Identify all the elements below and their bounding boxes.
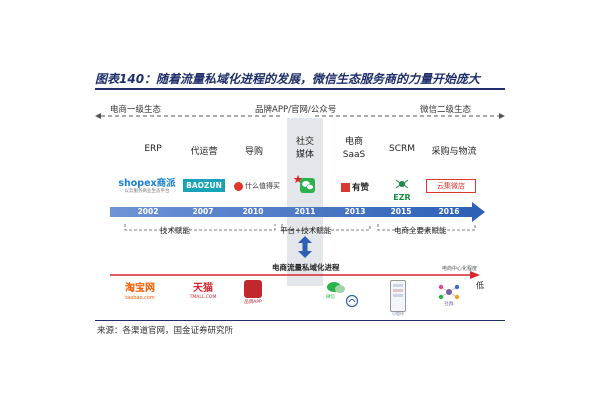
- stage-label-erp: ERP: [144, 144, 162, 154]
- label-low: 低: [476, 281, 484, 290]
- year-2015: 2015: [390, 207, 412, 216]
- mini-program-label: 小程序: [392, 311, 404, 316]
- logo-tmall: 天猫 TMALL.COM: [188, 283, 218, 300]
- year-2016: 2016: [438, 207, 460, 216]
- empowerment-brackets: [124, 224, 476, 231]
- logo-shopex: shopex商派 以云服务商业生态平台: [116, 176, 178, 194]
- community-network-icon: [438, 284, 460, 300]
- logo-smzdm: 什么值得买: [230, 177, 284, 195]
- year-2010: 2010: [242, 207, 264, 216]
- stage-label-scrm: SCRM: [388, 144, 415, 154]
- phone-bar: [393, 289, 403, 292]
- stage-label-agency: 代运营: [190, 147, 218, 157]
- year-2011: 2011: [294, 207, 316, 216]
- phone-bar: [393, 294, 403, 297]
- label-private-traffic-process: 电商流量私域化进程: [272, 263, 340, 272]
- label-all-element-empowerment: 电商全要素赋能: [394, 226, 447, 235]
- top-label-center: 品牌APP/官网/公众号: [255, 105, 337, 115]
- wechat-label: 微信: [326, 295, 335, 300]
- mini-program-icon: [345, 294, 359, 308]
- brand-app-icon: [244, 280, 262, 298]
- wechat-highlight-column: [287, 118, 323, 286]
- label-centralization-degree: 电商中心化程度: [442, 266, 478, 272]
- double-arrow: [298, 236, 312, 258]
- source-note: 来源：各渠道官网，国金证券研究所: [97, 326, 234, 336]
- year-2002: 2002: [137, 207, 159, 216]
- logo-shopex-subtitle: 以云服务商业生态平台: [124, 189, 170, 194]
- logo-ezr: EZR: [388, 174, 416, 202]
- year-2013: 2013: [344, 207, 366, 216]
- smzdm-icon: [234, 181, 243, 191]
- top-range-arrows: [95, 113, 505, 119]
- logo-shopex-text: shopex商派: [118, 178, 176, 189]
- centralization-flow-arrow: [110, 271, 480, 279]
- label-tech-empowerment: 技术赋能: [160, 226, 190, 235]
- logo-taobao-text: 淘宝网: [125, 283, 155, 294]
- timeline-arrow: [110, 202, 485, 222]
- year-2007: 2007: [192, 207, 214, 216]
- stage-label-procurement-logistics: 采购与物流: [431, 147, 477, 157]
- logo-baozun: BAOZUN: [183, 179, 225, 192]
- top-label-right: 微信二级生态: [420, 105, 472, 115]
- source-rule: [95, 320, 505, 321]
- logo-yunji: 云集微店: [426, 179, 476, 193]
- youzan-icon: [340, 182, 350, 192]
- figure-title: 图表140：随着流量私域化进程的发展，微信生态服务商的力量开始庞大: [95, 72, 481, 86]
- stage-label-social-media: 社交 媒体: [295, 137, 314, 160]
- logo-taobao: 淘宝网 taobao.com: [112, 283, 168, 301]
- logo-youzan: 有赞: [335, 178, 375, 196]
- stage-label-ecommerce-saas: 电商 SaaS: [342, 137, 366, 160]
- phone-bar: [393, 284, 403, 287]
- title-rule: [95, 88, 505, 90]
- wechat-icon: [293, 175, 315, 193]
- logo-taobao-url: taobao.com: [125, 295, 155, 301]
- brand-app-label: 品牌APP: [244, 300, 262, 305]
- label-platform-tech-empowerment: 平台+技术赋能: [280, 226, 332, 235]
- logo-wechat: [293, 174, 316, 194]
- wechat-bubble-icon: [327, 282, 345, 293]
- logo-tmall-text: 天猫: [193, 283, 213, 294]
- stage-label-shopping-guide: 导购: [244, 147, 263, 157]
- spider-icon: [395, 179, 409, 189]
- mini-program-phone-mockup: [390, 280, 406, 312]
- top-label-left: 电商一级生态: [110, 105, 162, 115]
- logo-youzan-text: 有赞: [351, 183, 369, 193]
- logo-tmall-url: TMALL.COM: [189, 295, 217, 300]
- logo-ezr-text: EZR: [393, 193, 411, 202]
- logo-smzdm-text: 什么值得买: [245, 182, 280, 190]
- community-label: 社群: [444, 302, 454, 307]
